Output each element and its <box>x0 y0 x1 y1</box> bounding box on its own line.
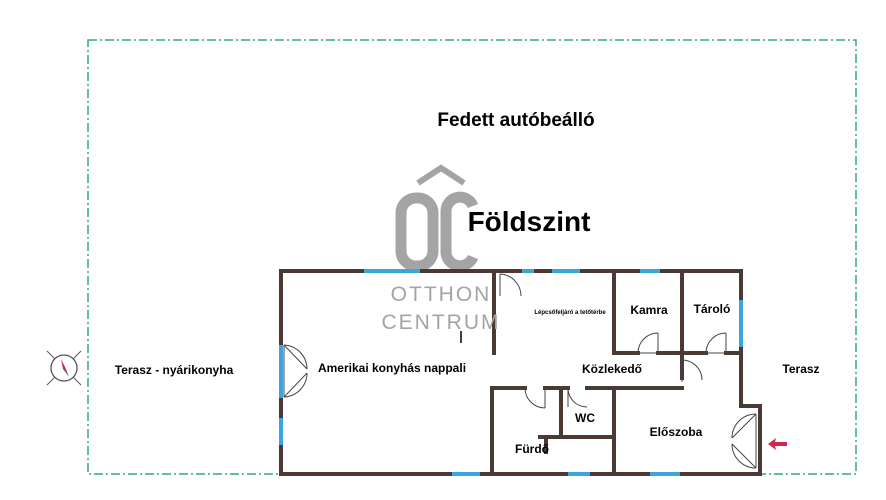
label-storage: Tároló <box>693 302 731 316</box>
label-corridor: Közlekedő <box>581 362 643 376</box>
walls <box>279 269 762 476</box>
label-bathroom: Fürdő <box>515 442 549 456</box>
compass-icon <box>46 350 82 386</box>
label-terrace-summer-kitchen: Terasz - nyárikonyha <box>114 363 234 377</box>
label-hall: Előszoba <box>649 425 703 439</box>
label-wc: WC <box>575 411 595 425</box>
entry-arrow-icon <box>768 438 787 450</box>
label-stairs: Lépcsőfeljáró a tetőtérbe <box>534 310 606 316</box>
otthon-centrum-logo <box>395 164 479 272</box>
windows <box>279 269 743 476</box>
watermark-line-1: OTTHON <box>390 283 492 306</box>
label-carport: Fedett autóbeálló <box>437 110 595 131</box>
label-terrace: Terasz <box>782 362 820 376</box>
watermark-line-2: CENTRUM <box>381 311 501 334</box>
label-pantry: Kamra <box>630 303 668 317</box>
doors <box>283 273 757 469</box>
floor-title: Földszint <box>467 206 591 237</box>
label-living-kitchen: Amerikai konyhás nappali <box>317 361 467 375</box>
